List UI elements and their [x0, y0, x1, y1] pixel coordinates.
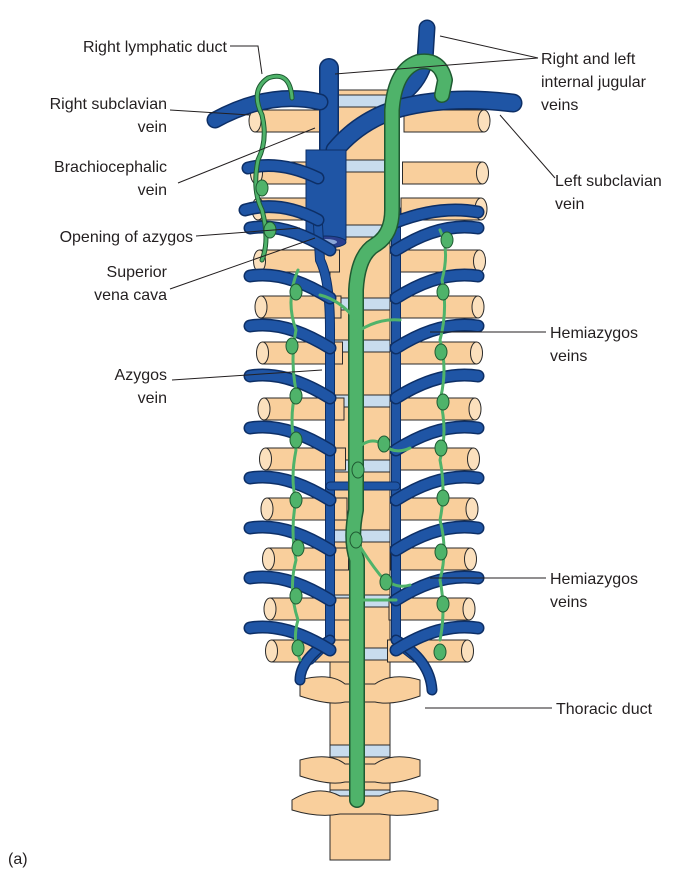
lymph-node	[435, 344, 447, 360]
lymph-node	[256, 180, 268, 196]
label-svc-line1: Superior	[107, 264, 168, 281]
lymph-node	[437, 394, 449, 410]
lymph-node	[437, 284, 449, 300]
lymph-node	[434, 644, 446, 660]
lymph-node	[286, 338, 298, 354]
label-brachiocephalic-line1: Brachiocephalic	[54, 159, 167, 176]
label-jugular-line1: Right and left	[541, 51, 636, 68]
posterior-intercostal-vein-right-6	[250, 477, 330, 500]
label-azygos-line2: vein	[138, 390, 167, 407]
lymph-node	[290, 432, 302, 448]
label-right-subclavian-line1: Right subclavian	[50, 96, 167, 113]
label-hemiazygos-lower-line1: Hemiazygos	[550, 571, 638, 588]
label-svc-line2: vena cava	[94, 287, 167, 304]
lymph-node	[378, 436, 390, 452]
label-hemiazygos-upper-line2: veins	[550, 348, 587, 365]
panel-label: (a)	[8, 851, 28, 868]
label-jugular-line3: veins	[541, 97, 578, 114]
label-brachiocephalic-line2: vein	[138, 182, 167, 199]
lymph-node	[290, 388, 302, 404]
lymph-node	[290, 492, 302, 508]
label-right-lymphatic-duct: Right lymphatic duct	[83, 39, 228, 56]
lymph-node	[437, 596, 449, 612]
rib-left-2	[403, 162, 483, 184]
label-left-subclavian-line1: Left subclavian	[555, 173, 662, 190]
lymph-node	[435, 440, 447, 456]
lymph-node	[441, 232, 453, 248]
label-thoracic-duct: Thoracic duct	[556, 701, 653, 718]
lymph-node	[380, 574, 392, 590]
rib-right-11	[270, 598, 350, 620]
lymph-node	[352, 462, 364, 478]
posterior-intercostal-vein-left-1	[396, 227, 478, 250]
posterior-intercostal-vein-left-4	[396, 375, 478, 398]
rib-right-10	[269, 548, 349, 570]
lymph-node	[290, 588, 302, 604]
label-left-subclavian-line2: vein	[555, 196, 584, 213]
label-hemiazygos-upper-line1: Hemiazygos	[550, 325, 638, 342]
label-right-subclavian-line2: vein	[138, 119, 167, 136]
lymph-node	[435, 544, 447, 560]
lymph-node	[292, 540, 304, 556]
lymph-node	[292, 640, 304, 656]
rib-left-5	[398, 296, 478, 318]
lymph-node	[290, 284, 302, 300]
label-azygos-line1: Azygos	[115, 367, 167, 384]
label-hemiazygos-lower-line2: veins	[550, 594, 587, 611]
posterior-intercostal-vein-left-8	[396, 577, 478, 600]
lymph-node	[350, 532, 362, 548]
rib-left-7	[395, 398, 475, 420]
superior-vena-cava	[306, 150, 346, 240]
posterior-intercostal-vein-right-7	[250, 527, 330, 550]
label-opening-of-azygos: Opening of azygos	[60, 229, 193, 246]
lymph-node	[437, 490, 449, 506]
label-jugular-line2: internal jugular	[541, 74, 647, 91]
